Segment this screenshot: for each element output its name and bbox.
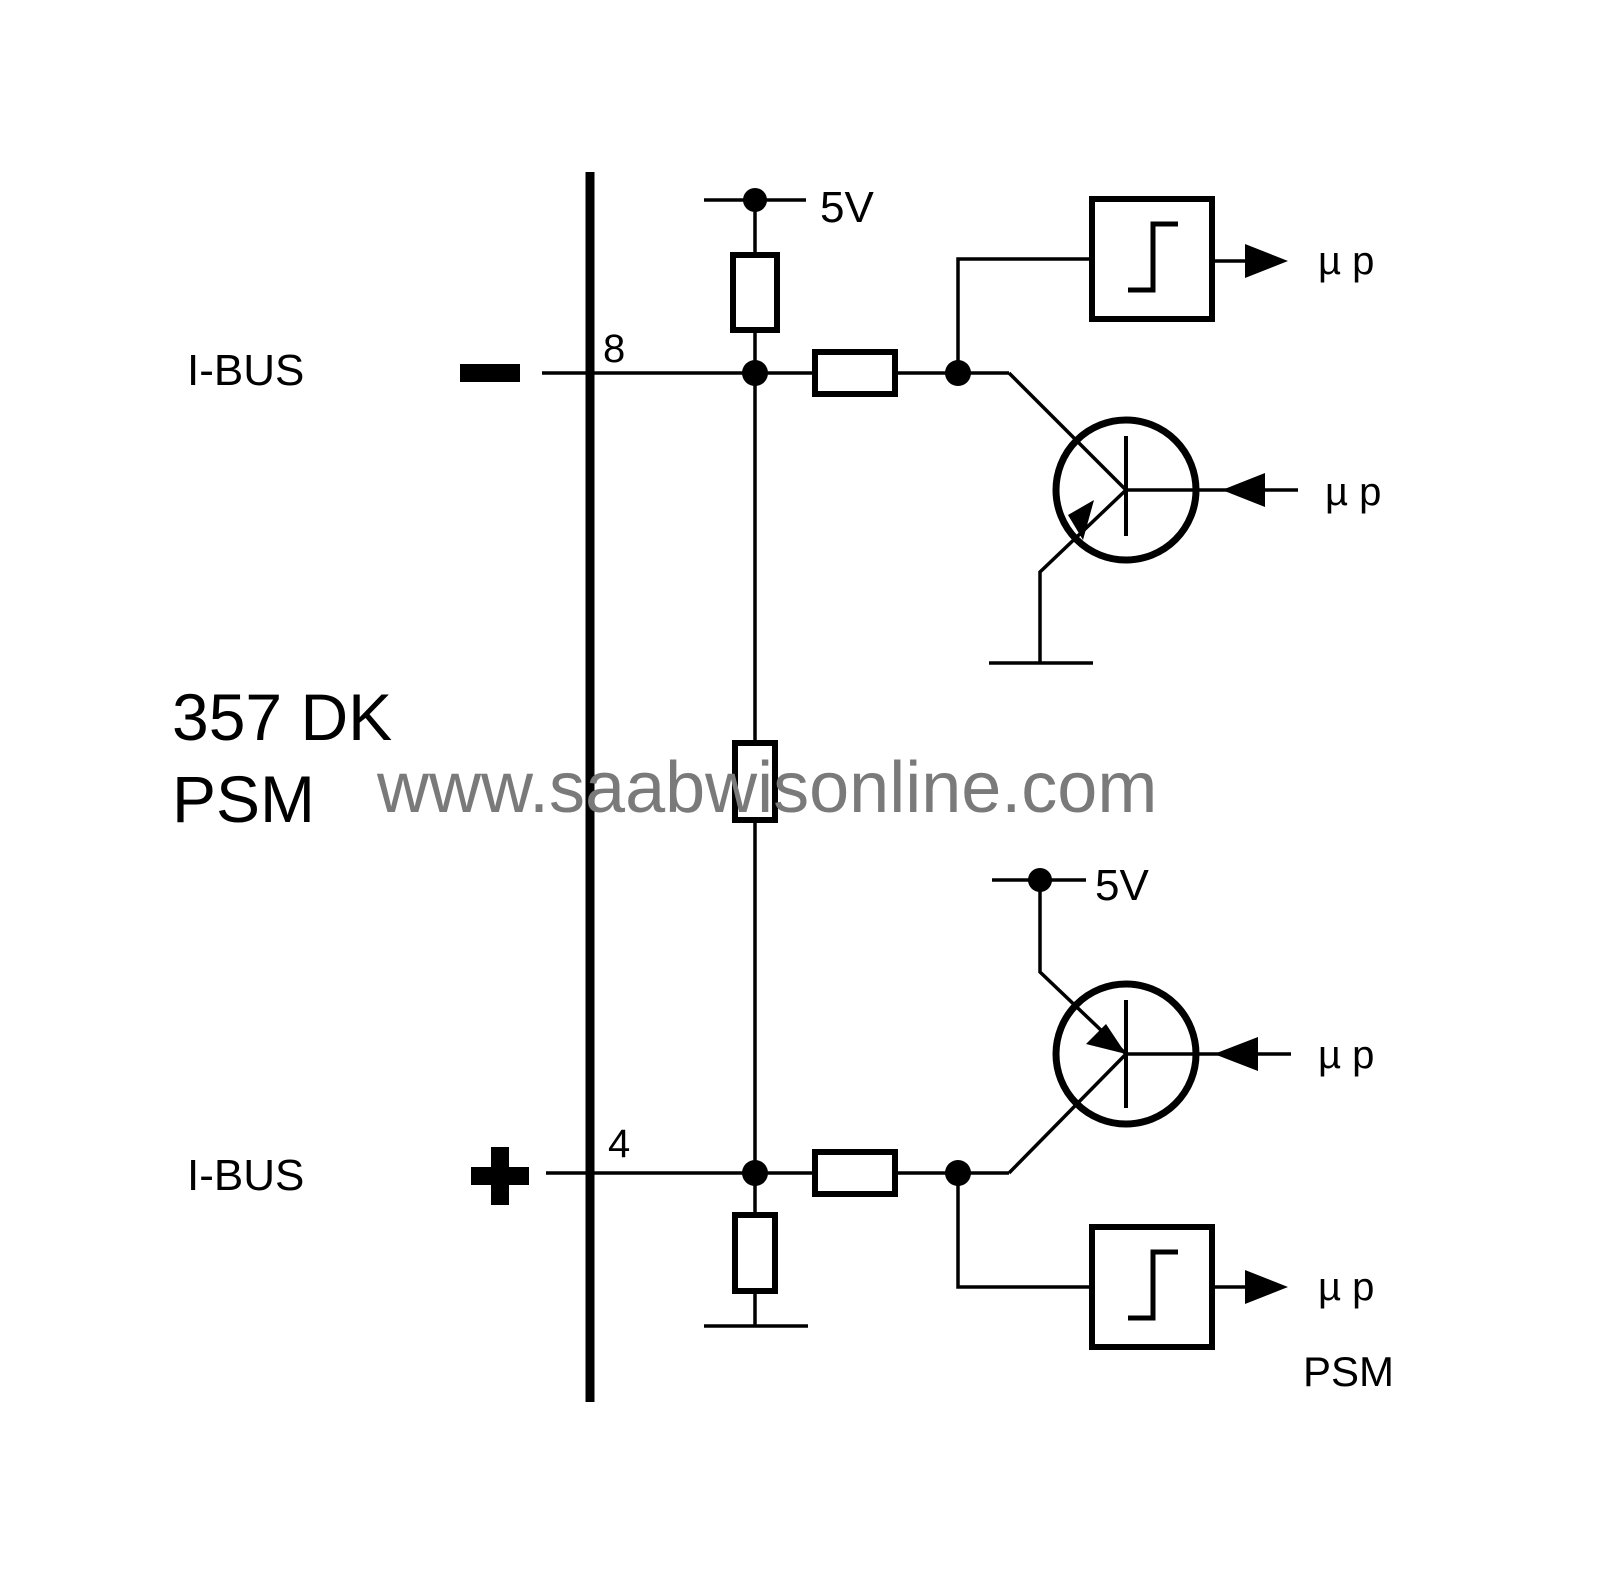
- schmitt-symbol-bottom: [1128, 1249, 1178, 1321]
- up-label-4: µ p: [1318, 1265, 1374, 1309]
- schmitt-trigger-top: [1089, 196, 1215, 322]
- transistor-bottom-emitter-arrow: [1086, 1024, 1126, 1054]
- pin-8-label: 8: [603, 327, 625, 371]
- transistor-bottom-emitter: [1038, 880, 1128, 1056]
- pullup-resistor: [730, 252, 780, 333]
- trigger-bottom-input-wire: [956, 1173, 1092, 1289]
- watermark: www.saabwisonline.com: [376, 748, 1157, 828]
- transistor-bottom-base-arrow: [1214, 1037, 1258, 1071]
- pin-4-label: 4: [608, 1122, 630, 1166]
- supply-top-label: 5V: [820, 183, 874, 232]
- transistor-top-collector: [1007, 371, 1128, 492]
- trigger-top-output-arrow: [1245, 244, 1288, 278]
- up-label-1: µ p: [1318, 239, 1374, 283]
- pulldown-resistor: [732, 1212, 778, 1294]
- series-resistor-bottom: [812, 1149, 898, 1197]
- schmitt-symbol-top: [1128, 221, 1178, 293]
- transistor-top-emitter-arrow: [1068, 500, 1094, 540]
- transistor-top-emitter: [1038, 488, 1128, 663]
- trigger-top-input-wire: [956, 257, 1092, 373]
- ibus-plus-label: I-BUS: [187, 1151, 304, 1200]
- transistor-top-base-arrow: [1222, 473, 1265, 507]
- module-name-label: PSM: [172, 762, 315, 836]
- termination-resistor: [732, 740, 778, 823]
- ibus-minus-label: I-BUS: [187, 346, 304, 395]
- plus-symbol: [471, 1147, 529, 1205]
- supply-bottom-label: 5V: [1095, 861, 1149, 910]
- transistor-bottom-collector: [1007, 1052, 1128, 1175]
- up-label-2: µ p: [1325, 470, 1381, 514]
- psm-footer-label: PSM: [1303, 1348, 1394, 1395]
- module-code-label: 357 DK: [172, 680, 392, 754]
- minus-symbol: [460, 364, 520, 382]
- trigger-bottom-output-arrow: [1245, 1270, 1288, 1304]
- up-label-3: µ p: [1318, 1033, 1374, 1077]
- series-resistor-top: [812, 349, 898, 397]
